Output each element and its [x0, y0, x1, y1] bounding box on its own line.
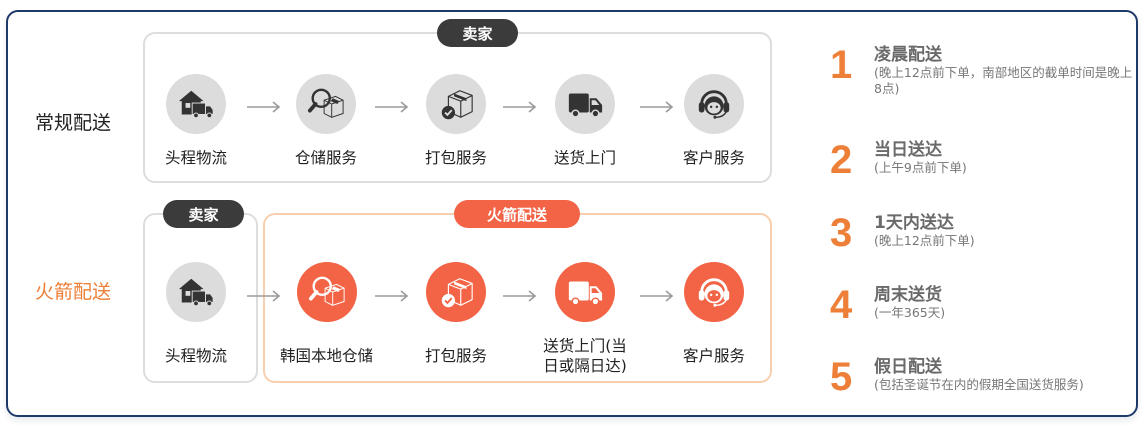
- feature-title: 1天内送达: [874, 213, 954, 233]
- feature-subtitle: (包括圣诞节在内的假期全国送货服务): [874, 377, 1084, 392]
- seller-badge: 卖家: [437, 19, 518, 47]
- step-label: 韩国本地仓储: [279, 347, 373, 365]
- feature-subtitle: (上午9点前下单): [874, 160, 967, 175]
- step-label-line2: 日或隔日达): [543, 357, 627, 375]
- feature-item: 5 假日配送 (包括圣诞节在内的假期全国送货服务): [830, 357, 1134, 397]
- feature-subtitle: (一年365天): [874, 305, 946, 320]
- feature-item: 2 当日送达 (上午9点前下单): [830, 140, 1134, 180]
- rocket-delivery-label: 火箭配送: [34, 281, 111, 303]
- box-check-icon: [426, 74, 486, 134]
- warehouse-truck-icon: [166, 262, 226, 322]
- magnifier-box-icon: [296, 262, 357, 322]
- normal-step-delivery: 送货上门: [530, 74, 640, 168]
- feature-number: 4: [830, 283, 853, 327]
- rocket-step-delivery: 送货上门(当 日或隔日达): [530, 262, 640, 376]
- step-label: 仓储服务: [294, 149, 357, 167]
- feature-number: 5: [830, 355, 853, 399]
- feature-title: 当日送达: [874, 140, 942, 160]
- warehouse-truck-icon: [166, 74, 226, 134]
- feature-subtitle: (晚上12点前下单): [874, 233, 975, 248]
- rocket-step-customer-service: 客户服务: [659, 262, 769, 366]
- delivery-truck-icon: [555, 262, 615, 322]
- step-label: 头程物流: [164, 149, 227, 167]
- feature-title: 假日配送: [874, 357, 942, 377]
- magnifier-box-icon: [296, 74, 356, 134]
- normal-delivery-label: 常规配送: [34, 112, 111, 134]
- delivery-truck-icon: [555, 74, 615, 134]
- box-check-icon: [426, 262, 486, 322]
- feature-item: 3 1天内送达 (晚上12点前下单): [830, 213, 1134, 253]
- feature-subtitle: (晚上12点前下单，南部地区的截单时间是晚上8点): [874, 65, 1133, 96]
- normal-step-warehousing: 仓储服务: [271, 74, 381, 168]
- feature-number: 2: [830, 138, 853, 182]
- step-label: 送货上门: [553, 149, 616, 167]
- rocket-step-first-mile: 头程物流: [141, 262, 251, 366]
- normal-step-packing: 打包服务: [401, 74, 511, 168]
- step-label: 客户服务: [682, 347, 745, 365]
- feature-item: 4 周末送货 (一年365天): [830, 285, 1134, 325]
- feature-title: 周末送货: [874, 285, 942, 305]
- step-label: 打包服务: [424, 149, 487, 167]
- feature-number: 3: [830, 211, 853, 255]
- feature-title: 凌晨配送: [874, 45, 942, 65]
- headset-agent-icon: [684, 262, 744, 322]
- feature-item: 1 凌晨配送 (晚上12点前下单，南部地区的截单时间是晚上8点): [830, 45, 1134, 97]
- seller-badge: 卖家: [163, 200, 244, 228]
- step-label: 头程物流: [164, 347, 227, 365]
- normal-step-first-mile: 头程物流: [141, 74, 251, 168]
- headset-agent-icon: [684, 74, 744, 134]
- normal-step-customer-service: 客户服务: [659, 74, 769, 168]
- feature-number: 1: [830, 43, 853, 87]
- rocket-step-packing: 打包服务: [401, 262, 511, 366]
- step-label: 送货上门(当: [543, 337, 627, 355]
- step-label: 打包服务: [424, 347, 487, 365]
- rocket-delivery-badge: 火箭配送: [454, 200, 580, 228]
- rocket-step-local-warehousing: 韩国本地仓储: [269, 262, 384, 366]
- step-label: 客户服务: [682, 149, 745, 167]
